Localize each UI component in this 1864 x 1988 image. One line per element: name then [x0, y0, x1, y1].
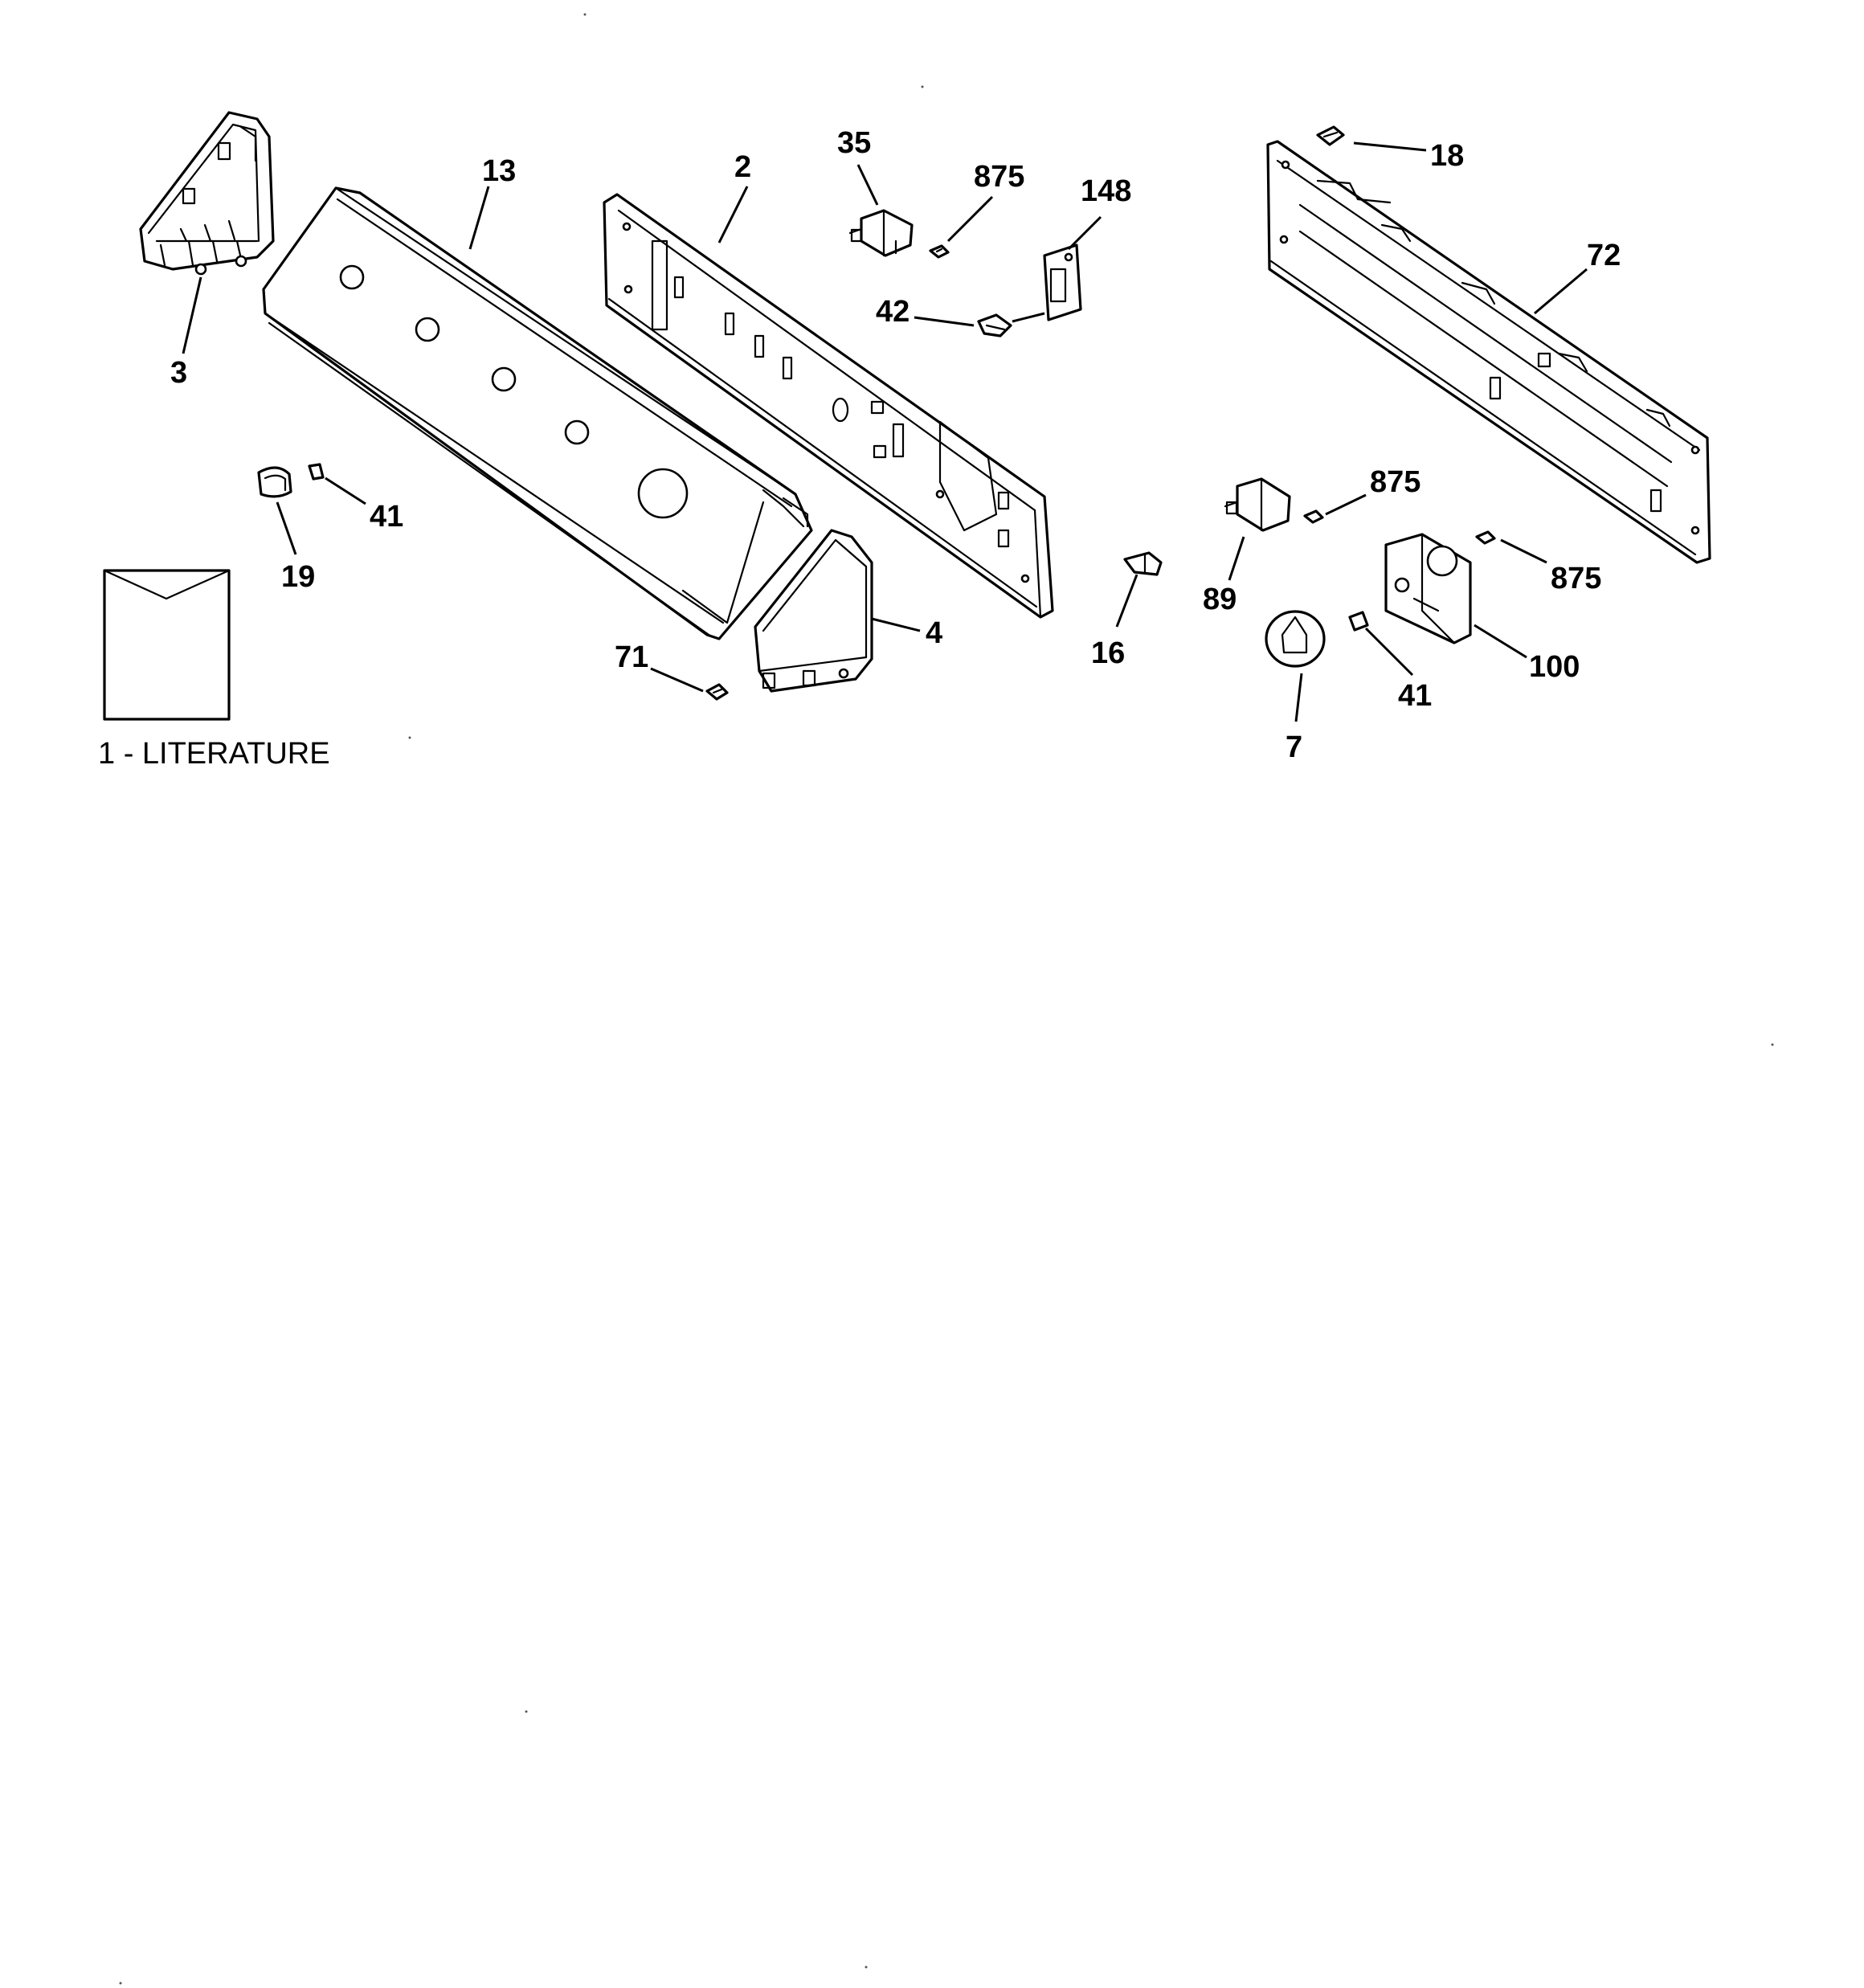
part-875-screw-middle — [1303, 509, 1324, 524]
callout-41-right: 41 — [1398, 679, 1432, 713]
part-41-spring-right — [1348, 611, 1369, 632]
part-148-bracket — [1043, 243, 1082, 321]
part-41-spring-left — [308, 463, 325, 481]
part-875-screw-right — [1475, 530, 1496, 545]
callout-148: 148 — [1081, 174, 1131, 208]
callout-35: 35 — [837, 126, 871, 160]
part-72-rear-panel — [1266, 140, 1711, 564]
literature-caption: 1 - LITERATURE — [98, 737, 330, 771]
callout-18: 18 — [1430, 139, 1464, 173]
part-2-backsplash-frame — [603, 193, 1054, 619]
callout-16: 16 — [1091, 636, 1125, 670]
part-42-clip — [977, 313, 1012, 337]
part-19-knob — [257, 466, 292, 498]
callout-875-right: 875 — [1551, 562, 1601, 595]
callout-100: 100 — [1529, 650, 1580, 684]
part-4-right-end-cap — [754, 529, 873, 693]
leader-lines — [182, 141, 1588, 722]
callout-7: 7 — [1286, 730, 1302, 764]
callout-875-top: 875 — [974, 160, 1024, 194]
part-13-control-panel — [262, 186, 813, 640]
part-35-switch — [848, 209, 914, 257]
part-71-screw — [705, 683, 729, 701]
callout-41-left: 41 — [370, 500, 403, 534]
literature-envelope-icon — [103, 569, 231, 721]
scan-specks — [119, 13, 1774, 1985]
callout-13: 13 — [482, 154, 516, 188]
callout-labels: 3 13 2 35 875 148 42 18 72 875 875 100 4… — [170, 126, 1621, 764]
callout-19: 19 — [281, 560, 315, 594]
part-89-switch — [1224, 477, 1291, 532]
part-16-key — [1123, 551, 1163, 576]
part-875-screw-top — [929, 244, 950, 259]
callout-72: 72 — [1587, 239, 1621, 272]
callout-42: 42 — [876, 295, 910, 329]
part-18-screw — [1316, 125, 1345, 146]
callout-2: 2 — [734, 150, 751, 184]
part-3-left-end-cap — [139, 111, 275, 276]
part-100-timer — [1384, 533, 1472, 644]
part-7-knob — [1265, 610, 1326, 668]
callout-3: 3 — [170, 356, 187, 390]
callout-71: 71 — [615, 640, 648, 674]
callout-4: 4 — [926, 616, 942, 650]
callout-89: 89 — [1203, 583, 1237, 616]
callout-875-middle: 875 — [1370, 465, 1420, 499]
